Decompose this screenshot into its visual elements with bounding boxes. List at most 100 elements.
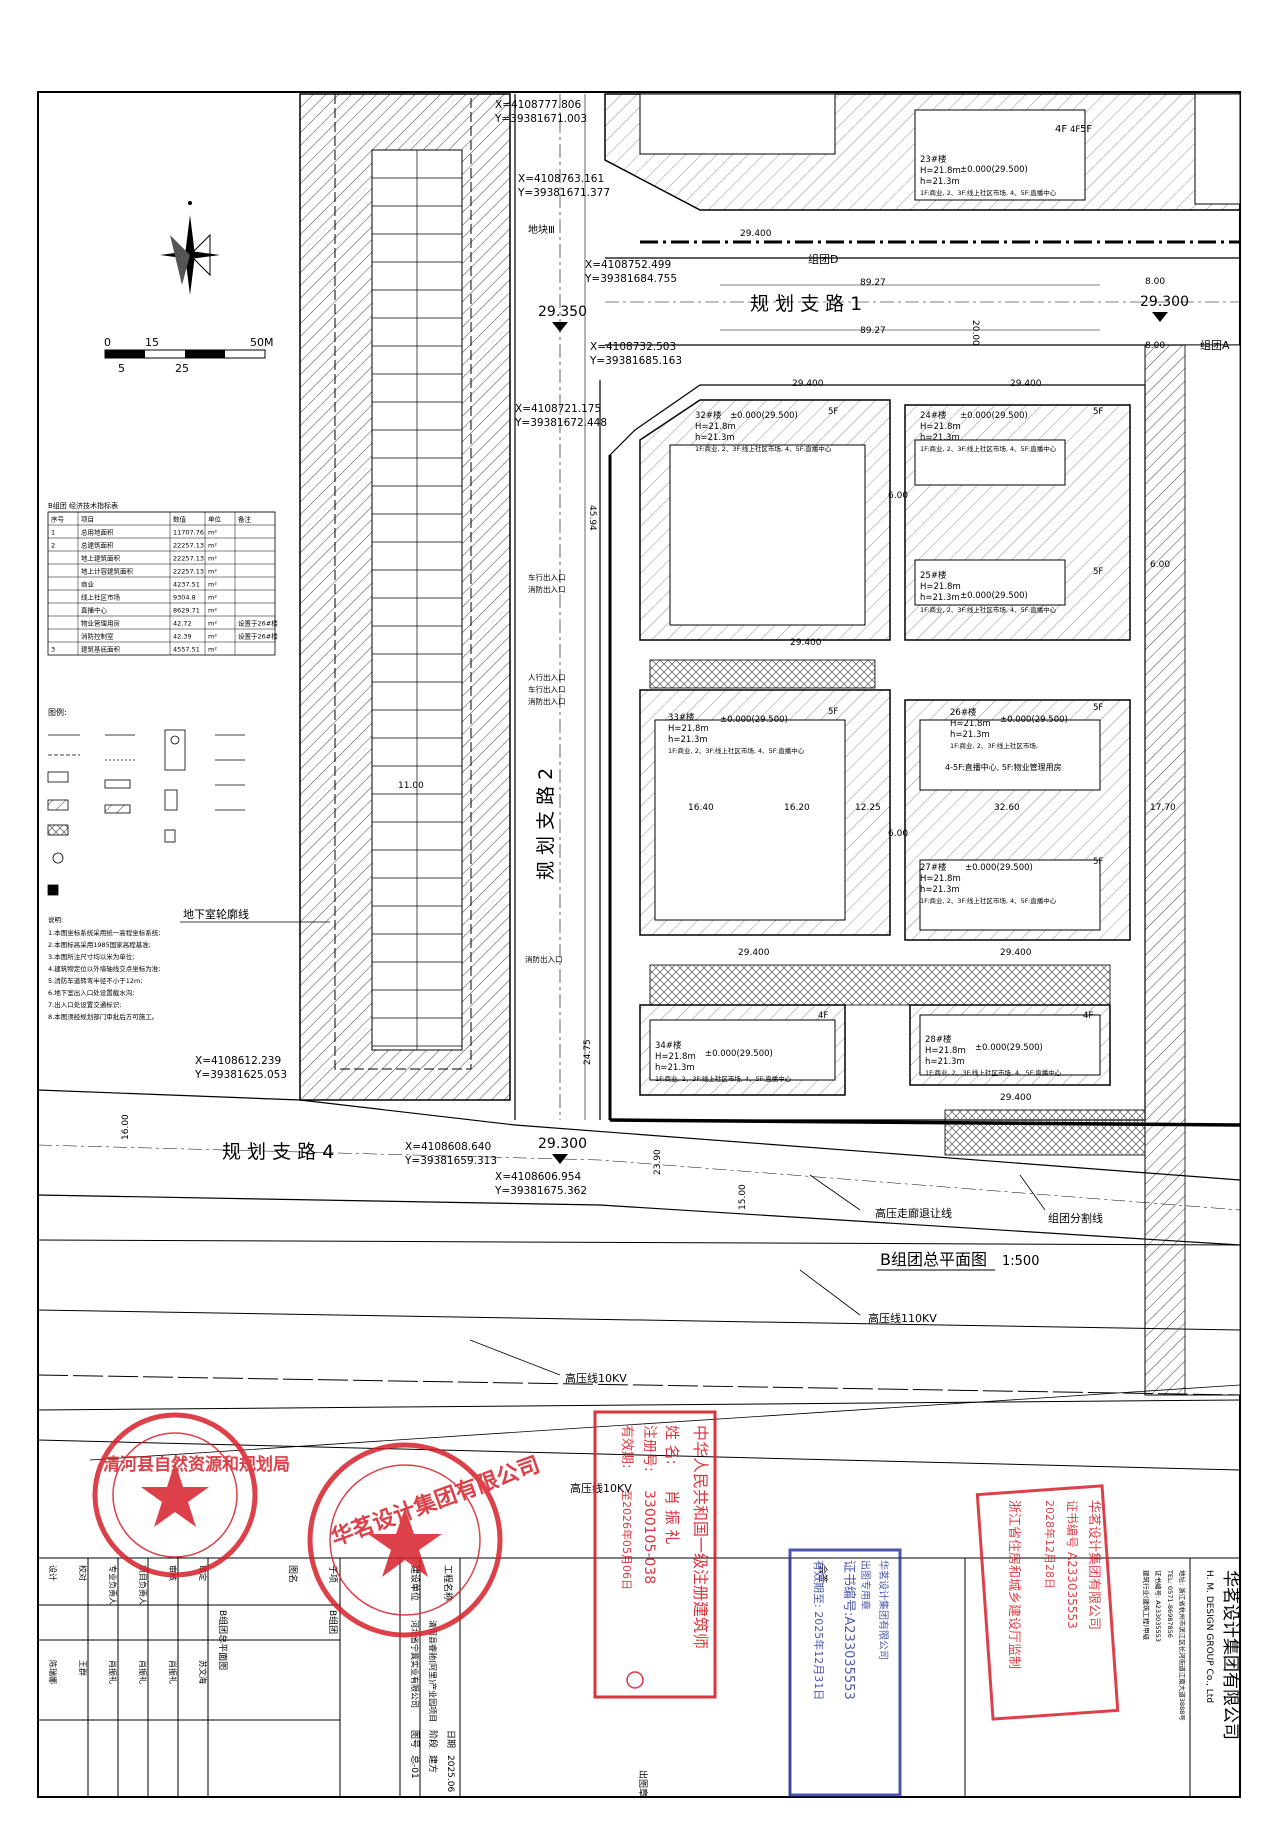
date: 2025.06 [445, 1755, 455, 1792]
no-label: 图号 [409, 1730, 420, 1748]
svg-text:H=21.8m: H=21.8m [920, 166, 961, 176]
svg-text:1F:商业, 2、3F:线上社区市场, 4、5F:直播中心: 1F:商业, 2、3F:线上社区市场, 4、5F:直播中心 [920, 605, 1057, 614]
stage: 建方 [427, 1755, 439, 1773]
tech-table-cell: 4237.51 [173, 581, 200, 589]
dim-1600: 16.00 [121, 1114, 131, 1140]
tech-table-cell: m² [208, 581, 217, 589]
subitem-label: 子项 [327, 1565, 338, 1583]
tech-table-cell: m² [208, 555, 217, 563]
tech-table-cell: 物业管理用房 [81, 619, 120, 628]
building-34: 34#楼 H=21.8m h=21.3m ±0.000(29.500) 1F:商… [655, 1011, 828, 1083]
coord-8y: Y=39381675.362 [494, 1185, 587, 1197]
role-label: 项目负责人 [138, 1565, 148, 1605]
county-seal-text: 清河县自然资源和规划局 [103, 1454, 290, 1475]
svg-text:5F: 5F [1093, 857, 1103, 867]
svg-text:4-5F:直播中心, 5F:物业管理用房: 4-5F:直播中心, 5F:物业管理用房 [945, 762, 1062, 772]
tech-table-cell: 设置于26#楼 [238, 619, 278, 628]
dim-1640: 16.40 [688, 803, 714, 813]
role-name: 肖振礼 [108, 1660, 118, 1684]
tech-table-cell: m² [208, 620, 217, 628]
svg-text:1F:商业, 2、3F:线上社区市场, 4、5F:直播中心: 1F:商业, 2、3F:线上社区市场, 4、5F:直播中心 [925, 1068, 1062, 1077]
svg-text:h=21.3m: h=21.3m [950, 730, 990, 740]
tech-table-cell: 1 [51, 529, 55, 537]
hv-setback-label: 高压走廊退让线 [875, 1206, 952, 1220]
svg-text:H=21.8m: H=21.8m [950, 719, 991, 729]
svg-text:H=21.8m: H=21.8m [925, 1046, 966, 1056]
coord-6x: X=4108612.239 [195, 1055, 281, 1067]
dim-1225: 12.25 [855, 803, 881, 813]
svg-text:H=21.8m: H=21.8m [695, 422, 736, 432]
seal-label: 出图章 [637, 1770, 649, 1797]
stage-label: 阶段 [427, 1730, 439, 1748]
legend-title: 图例: [48, 707, 67, 717]
group-a-label: 组团A [1200, 338, 1230, 352]
company-address: 地址: 浙江省杭州市滨江区长河街道江南大道3888号 [1178, 1570, 1187, 1721]
dim-89-a: 89.27 [860, 278, 886, 288]
note-line: 4.建筑物定位以外墙轴线交点坐标为准; [48, 964, 160, 973]
tech-table-title: B组团 经济技术指标表 [48, 501, 118, 510]
company-tel: TEL: 0571-86987856 [1166, 1569, 1174, 1638]
svg-text:h=21.3m: h=21.3m [668, 735, 708, 745]
group-d-block [604, 93, 1241, 244]
scale-50: 50M [250, 336, 274, 349]
hv110-label: 高压线110KV [868, 1311, 937, 1325]
elev-small-7: 29.400 [1000, 1093, 1032, 1103]
dim-8-b: 8.00 [1145, 341, 1165, 351]
tech-table-cell: 42.72 [173, 620, 192, 628]
elev-small-1: 29.400 [740, 229, 772, 239]
scale-bar: 0 15 50M 5 25 [104, 336, 274, 375]
architect-valid: 至2026年05月06日 [620, 1490, 634, 1590]
b-group-site [608, 344, 1241, 1396]
road-2 [514, 94, 601, 1120]
svg-text:24#楼: 24#楼 [920, 410, 947, 421]
dim-2390: 23.90 [653, 1149, 663, 1175]
drawing-name: B组团总平面图 [217, 1610, 229, 1670]
entrance-fire-3: 消防出入口 [525, 954, 563, 964]
drawing-no: 总-01 [409, 1755, 421, 1779]
svg-text:±0.000(29.500): ±0.000(29.500) [960, 411, 1028, 421]
elevation-3: 29.300 [538, 1136, 587, 1152]
right-seal: 华茗设计集团有限公司 证书编号 A233035553 2028年12月28日 浙… [975, 1484, 1120, 1721]
note-line: 7.出入口处设置交通标识; [48, 1000, 121, 1009]
drawing-title: B组团总平面图 [880, 1250, 987, 1269]
coord-3y: Y=39381684.755 [584, 273, 677, 285]
company-name: 华茗设计集团有限公司 [1220, 1570, 1240, 1740]
elev-small-2: 29.400 [792, 379, 824, 389]
dim-4594: 45.94 [587, 505, 597, 531]
svg-text:±0.000(29.500): ±0.000(29.500) [720, 715, 788, 725]
misc-labels: 组团D 组团A 地块Ⅲ 地下室轮廓线 高压走廊退让线 组团分割线 高压线110K… [180, 124, 1230, 1495]
svg-text:5F: 5F [1093, 407, 1103, 417]
right-seal-line3: 2028年12月28日 [1043, 1500, 1057, 1589]
svg-text:±0.000(29.500): ±0.000(29.500) [730, 411, 798, 421]
role-name: 陈瑞娜 [48, 1660, 58, 1684]
tech-table-cell: 地上计容建筑面积 [81, 567, 134, 576]
tech-table-cell: m² [208, 646, 217, 654]
coord-2x: X=4108763.161 [518, 173, 604, 185]
road-1 [605, 257, 1240, 346]
basement-label: 地下室轮廓线 [183, 907, 249, 921]
project-label: 工程名称 [442, 1565, 454, 1601]
coord-5x: X=4108721.175 [515, 403, 601, 415]
svg-text:h=21.3m: h=21.3m [920, 593, 960, 603]
svg-text:34#楼: 34#楼 [655, 1040, 682, 1051]
architect-name: 肖 振 礼 [663, 1490, 681, 1545]
tech-table-cell: 9304.8 [173, 594, 196, 602]
tech-table-cell: 地上建筑面积 [81, 554, 121, 563]
svg-text:4F: 4F [1070, 125, 1080, 135]
group-line-label: 组团分割线 [1048, 1211, 1103, 1225]
role-name: 肖振礼 [138, 1660, 148, 1684]
architect-valid-label: 有效期: [619, 1425, 634, 1468]
scale-0: 0 [104, 336, 111, 349]
role-name: 肖振礼 [168, 1660, 178, 1684]
dim-2475: 24.75 [583, 1039, 593, 1065]
hv-lines [37, 1239, 1241, 1471]
county-seal: 清河县自然资源和规划局 [92, 1412, 290, 1578]
tech-table-header: 备注 [238, 515, 252, 524]
tech-table-cell: 直播中心 [81, 606, 108, 615]
elev-small-5: 29.400 [738, 948, 770, 958]
svg-text:h=21.3m: h=21.3m [920, 177, 960, 187]
road-labels: 规 划 支 路 1 规 划 支 路 2 规 划 支 路 4 29.350 29.… [222, 293, 1189, 1164]
svg-text:27#楼: 27#楼 [920, 862, 947, 873]
